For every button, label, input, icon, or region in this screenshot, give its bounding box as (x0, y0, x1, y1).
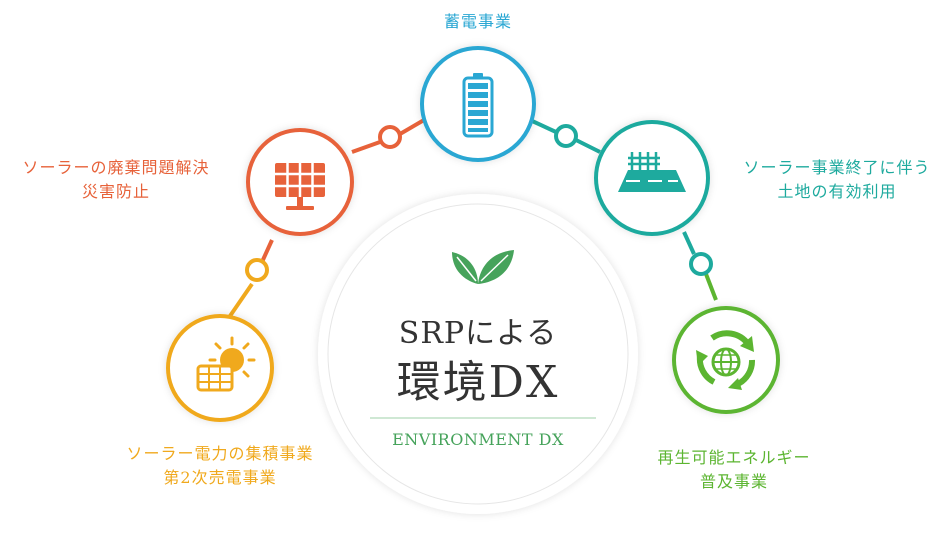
node-land-use (594, 120, 710, 236)
connector-land-to-renewable (682, 231, 718, 301)
label-solar-aggregation: ソーラー電力の集積事業 第2次売電事業 (90, 442, 350, 490)
sprout-icon (452, 250, 514, 284)
node-solar-aggregation (166, 314, 274, 422)
center-circle-ring (327, 203, 629, 505)
label-land-use-line1: ソーラー事業終了に伴う (743, 158, 931, 177)
center-title-line2: 環境DX (396, 357, 560, 408)
recycle-globe-icon (696, 330, 755, 390)
connector-panel-to-battery (351, 118, 426, 154)
node-panel-disposal (246, 128, 354, 236)
connector-dot (554, 124, 578, 148)
battery-icon (462, 73, 494, 138)
node-renewable (672, 306, 780, 414)
label-renewable: 再生可能エネルギー 普及事業 (624, 446, 844, 494)
connector-dot (689, 252, 713, 276)
center-title-line1: SRPによる (398, 316, 558, 351)
label-land-use: ソーラー事業終了に伴う 土地の有効利用 (722, 156, 952, 204)
solar-panel-icon (275, 163, 325, 210)
connector-dot (245, 258, 269, 282)
node-battery (420, 46, 536, 162)
sun-and-solar-panel-icon (196, 336, 256, 392)
connector-battery-to-land (529, 118, 601, 154)
land-plot-icon (618, 152, 686, 192)
label-battery: 蓄電事業 (398, 10, 558, 34)
connector-solar-to-panel (228, 239, 274, 318)
label-panel-disposal-line2: 災害防止 (81, 182, 150, 201)
connector-dot (378, 125, 402, 149)
label-solar-aggregation-line2: 第2次売電事業 (163, 468, 277, 487)
center-circle (318, 194, 638, 514)
label-battery-line1: 蓄電事業 (443, 12, 512, 31)
label-panel-disposal-line1: ソーラーの廃棄問題解決 (22, 158, 210, 177)
label-panel-disposal: ソーラーの廃棄問題解決 災害防止 (0, 156, 232, 204)
label-renewable-line1: 再生可能エネルギー (657, 448, 811, 467)
label-land-use-line2: 土地の有効利用 (777, 182, 897, 201)
label-solar-aggregation-line1: ソーラー電力の集積事業 (126, 444, 314, 463)
label-renewable-line2: 普及事業 (699, 472, 768, 491)
center-subtitle: ENVIRONMENT DX (392, 430, 564, 449)
